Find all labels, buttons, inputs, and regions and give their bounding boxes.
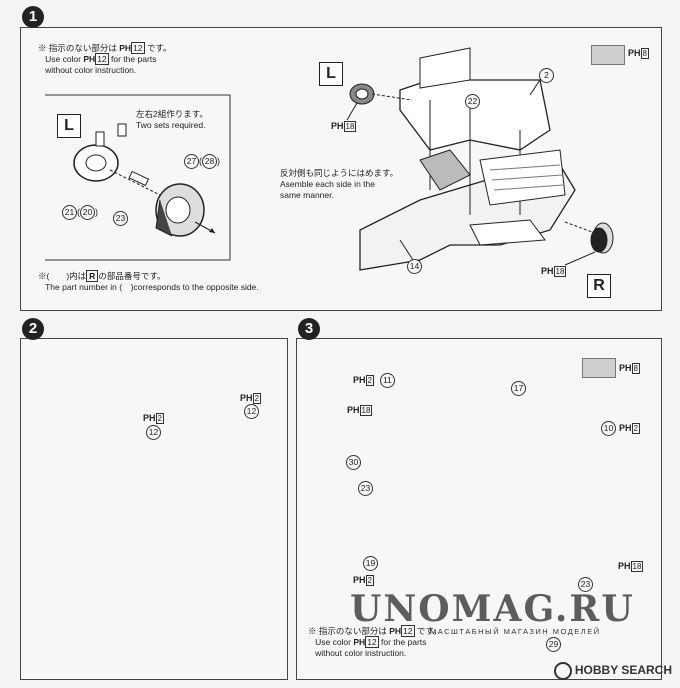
step-2-part-12-b: 12 [244, 404, 259, 419]
part-23-callout: 23 [113, 211, 128, 226]
step-3-part-11: 11 [380, 373, 395, 388]
step-2-number: 2 [22, 318, 44, 340]
step-2-part-12-a: 12 [146, 425, 161, 440]
unomag-watermark-subtitle: МАСШТАБНЫЙ МАГАЗИН МОДЕЛЕЙ [430, 627, 601, 636]
left-side-label-inset: L [57, 114, 81, 138]
step-3-part-23-a: 23 [358, 481, 373, 496]
step-3-part-10: 10 [601, 421, 616, 436]
step-3-color-swatch-ph8 [582, 358, 616, 378]
part-22-callout: 22 [465, 94, 480, 109]
step-3-panel [296, 338, 662, 680]
step-1-number: 1 [22, 6, 44, 28]
hobby-search-logo-icon [553, 662, 572, 680]
step-3-part-19: 19 [363, 556, 378, 571]
color-swatch-ph8 [591, 45, 625, 65]
step-3-number: 3 [298, 318, 320, 340]
step-3-part-30: 30 [346, 455, 361, 470]
step-2-panel [20, 338, 288, 680]
part-21-20-callout: 21(20) [62, 205, 98, 220]
step-3-part-17: 17 [511, 381, 526, 396]
part-14-callout: 14 [407, 259, 422, 274]
part-2-callout: 2 [539, 68, 554, 83]
unomag-watermark: UNOMAG.RU [350, 588, 635, 630]
left-side-label: L [319, 62, 343, 86]
step-3-part-29: 29 [546, 637, 561, 652]
right-side-label: R [587, 274, 611, 298]
two-sets-note: 左右2組作ります。 Two sets required. [136, 109, 208, 130]
hobby-search-brand: HOBBY SEARCH [553, 662, 672, 680]
same-manner-note: 反対側も同じようにはめます。 Asemble each side in the … [280, 168, 399, 200]
part-27-28-callout: 27(28) [184, 154, 220, 169]
step-3-part-23-b: 23 [578, 577, 593, 592]
